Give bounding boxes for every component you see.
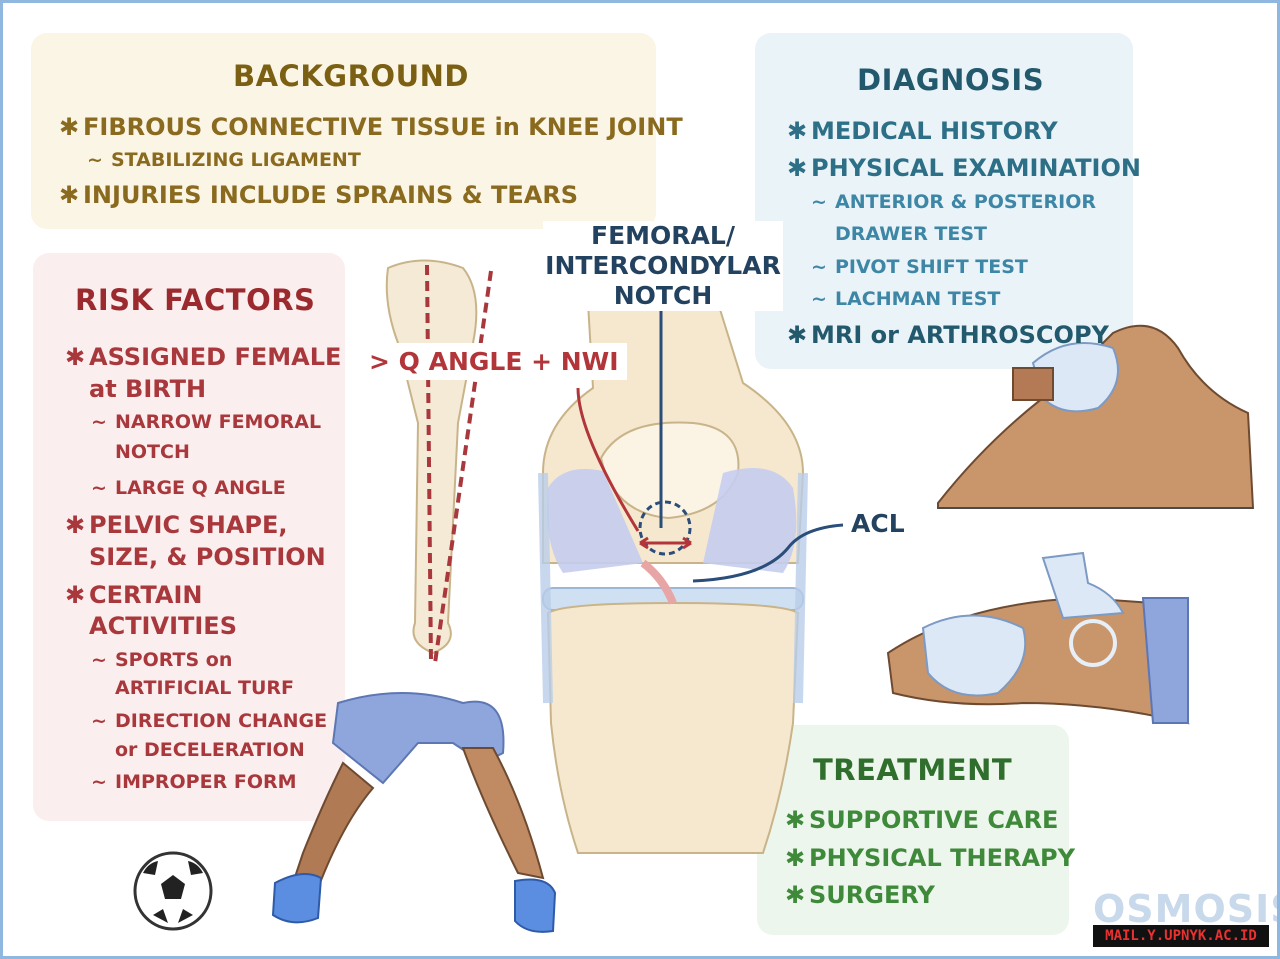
- background-bullet-2: ✱INJURIES INCLUDE SPRAINS & TEARS: [59, 181, 579, 209]
- femur-q-angle-illustration: [385, 259, 493, 664]
- treatment-item-2: ✱PHYSICAL THERAPY: [785, 844, 1075, 872]
- risk-subitem-3: ~SPORTS on: [91, 649, 233, 671]
- soccer-ball-illustration: [133, 851, 213, 931]
- treatment-title: TREATMENT: [813, 753, 1013, 787]
- knee-joint-illustration: [538, 297, 844, 854]
- femoral-notch-label: FEMORAL/ INTERCONDYLAR NOTCH: [543, 221, 783, 311]
- background-bullet-1: ✱FIBROUS CONNECTIVE TISSUE in KNEE JOINT: [59, 113, 683, 141]
- risk-subitem-3-cont: ARTIFICIAL TURF: [115, 677, 294, 699]
- osmosis-logo: OSMOSIS: [1093, 887, 1280, 931]
- risk-subitem-2: ~LARGE Q ANGLE: [91, 477, 286, 499]
- risk-item-3: ✱CERTAIN: [65, 581, 203, 609]
- watermark-banner: MAIL.Y.UPNYK.AC.ID: [1093, 925, 1269, 947]
- risk-subitem-5: ~IMPROPER FORM: [91, 771, 297, 793]
- diagnosis-panel: [755, 33, 1133, 369]
- risk-item-2-cont: SIZE, & POSITION: [89, 543, 326, 571]
- diagnosis-subitem-3: ~LACHMAN TEST: [811, 288, 1001, 310]
- risk-item-3-cont: ACTIVITIES: [89, 612, 237, 640]
- q-angle-label: > Q ANGLE + NWI: [361, 343, 627, 380]
- background-title: BACKGROUND: [233, 59, 469, 93]
- diagnosis-item-2: ✱PHYSICAL EXAMINATION: [787, 154, 1141, 182]
- risk-subitem-4: ~DIRECTION CHANGE: [91, 710, 328, 732]
- lachman-test-illustration: [886, 551, 1190, 725]
- diagnosis-item-1: ✱MEDICAL HISTORY: [787, 117, 1058, 145]
- treatment-item-3: ✱SURGERY: [785, 881, 935, 909]
- diagnosis-title: DIAGNOSIS: [857, 63, 1045, 97]
- drawer-test-illustration: [937, 324, 1255, 509]
- treatment-item-1: ✱SUPPORTIVE CARE: [785, 806, 1059, 834]
- risk-item-1: ✱ASSIGNED FEMALE: [65, 343, 342, 371]
- risk-subitem-1-cont: NOTCH: [115, 441, 190, 463]
- risk-subitem-1: ~NARROW FEMORAL: [91, 411, 322, 433]
- risk-factors-panel: [33, 253, 345, 821]
- background-subitem-1: ~STABILIZING LIGAMENT: [87, 149, 361, 171]
- risk-subitem-4-cont: or DECELERATION: [115, 739, 305, 761]
- diagnosis-subitem-2: ~PIVOT SHIFT TEST: [811, 256, 1028, 278]
- diagnosis-item-3: ✱MRI or ARTHROSCOPY: [787, 321, 1109, 349]
- diagnosis-subitem-1-cont: DRAWER TEST: [835, 223, 988, 245]
- risk-factors-title: RISK FACTORS: [75, 283, 316, 317]
- background-panel: [31, 33, 656, 229]
- risk-item-1-cont: at BIRTH: [89, 375, 207, 403]
- treatment-panel: [757, 725, 1069, 935]
- athlete-legs-illustration: [271, 692, 557, 933]
- acl-label: ACL: [851, 509, 905, 538]
- risk-item-2: ✱PELVIC SHAPE,: [65, 511, 288, 539]
- diagnosis-subitem-1: ~ANTERIOR & POSTERIOR: [811, 191, 1097, 213]
